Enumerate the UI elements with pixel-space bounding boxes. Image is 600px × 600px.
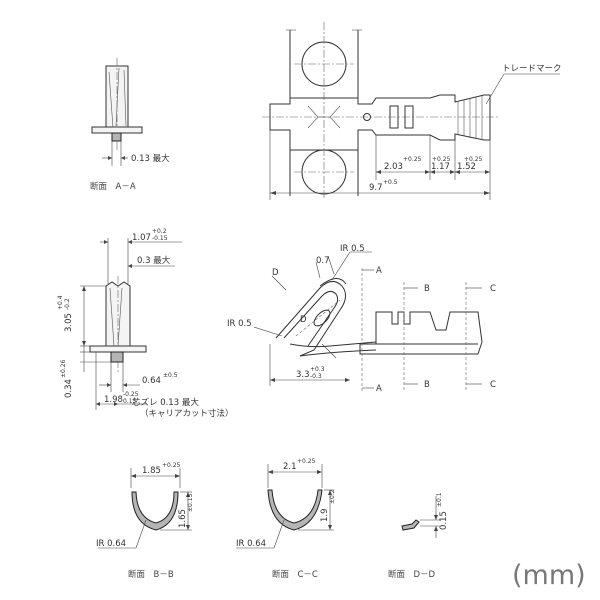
- dim-107: 1.07: [132, 233, 151, 243]
- cc-profile: [267, 489, 323, 531]
- dim-117-tol: +0.25: [432, 156, 451, 163]
- trademark-label: トレードマーク: [502, 64, 562, 74]
- spring-contact-inner: [283, 290, 339, 347]
- dim-33-tol-up: +0.3: [310, 366, 325, 373]
- dim-198-tol-up: -0.25: [123, 391, 139, 398]
- bb-dim-185: 1.85: [142, 466, 161, 476]
- dim-107-tol-up: +0.2: [152, 228, 167, 235]
- dim-034: 0.34: [64, 379, 74, 398]
- dim-33-tol-dn: -0.3: [310, 373, 322, 380]
- label-c-bottom: C: [490, 380, 496, 390]
- top-slot-1: [389, 105, 399, 129]
- ir05-top: IR 0.5: [340, 244, 365, 254]
- cc-radius: IR 0.64: [236, 539, 266, 549]
- carrier-strip-outline: [289, 30, 359, 196]
- dim-198: 1.98: [104, 395, 123, 405]
- note-misalignment: 芯ズレ 0.13 最大: [132, 397, 199, 408]
- label-a-top: A: [376, 266, 382, 276]
- label-a-bottom: A: [376, 384, 382, 394]
- dim-064: 0.64: [142, 376, 161, 386]
- bb-dim-185-tol: +0.25: [162, 462, 181, 469]
- label-d-mid: D: [300, 315, 307, 325]
- dim-33: 3.3: [296, 370, 310, 380]
- spring-contact-outer: [275, 281, 346, 357]
- dim-203: 2.03: [384, 162, 403, 172]
- bb-dim-165-tol: ±0.15: [187, 493, 194, 512]
- section-cc-view: 2.1 +0.25 1.9 ±0.2 IR 0.64 断面 C－C: [236, 458, 336, 580]
- label-d-top: D: [272, 268, 279, 278]
- dim-203-tol: +0.25: [403, 156, 422, 163]
- terminal-outline: [269, 94, 491, 151]
- dim-305: 3.05: [64, 313, 74, 332]
- side-carrier-strip: [89, 345, 147, 353]
- section-dd-view: 0.15 ±0.1 断面 D－D: [388, 492, 449, 580]
- dd-dim-015-tol: ±0.1: [436, 492, 443, 507]
- dim-152-tol: +0.25: [464, 156, 483, 163]
- section-bb-caption: 断面 B－B: [128, 569, 174, 580]
- side-carrier-tab: [110, 351, 124, 363]
- dim-305-tol-dn: -0.2: [64, 298, 71, 310]
- bb-dim-165: 1.65: [178, 509, 188, 528]
- bb-profile: [131, 491, 179, 531]
- cc-dim-21: 2.1: [283, 462, 297, 472]
- dim-07: 0.7: [316, 256, 330, 266]
- dim-03: 0.3 最大: [137, 255, 171, 266]
- cc-dim-19-tol: ±0.2: [329, 489, 336, 504]
- label-b-bottom: B: [424, 380, 430, 390]
- dim-305-tol-up: +0.4: [57, 295, 64, 310]
- dim-034-tol: ±0.26: [60, 359, 67, 378]
- note-carrier-cut: （キャリアカット寸法）: [140, 408, 234, 419]
- aa-carrier-strip: [91, 126, 143, 134]
- dim-064-tol: ±0.5: [163, 372, 178, 379]
- dim-117: 1.17: [431, 162, 450, 172]
- side-body-outline: [359, 311, 483, 355]
- section-cc-caption: 断面 C－C: [272, 569, 318, 580]
- label-b-top: B: [424, 284, 430, 294]
- left-side-view: 1.07 +0.2 -0.15 0.3 最大 3.05 +0.4 -0.2 0.…: [57, 228, 234, 419]
- top-view: トレードマーク 2.03 +0.25 1.17 +0.25 1.52 +0.25…: [262, 22, 562, 200]
- aa-dim-013: 0.13 最大: [131, 153, 170, 164]
- top-slot-2: [404, 105, 414, 129]
- dim-97: 9.7: [369, 183, 383, 193]
- dim-152: 1.52: [457, 162, 476, 172]
- aa-carrier-tab: [111, 132, 122, 142]
- dim-198-tol-dn: 0.15: [123, 398, 137, 405]
- section-dd-caption: 断面 D－D: [388, 569, 436, 580]
- section-bb-view: 1.85 +0.25 1.65 ±0.15 IR 0.64 断面 B－B: [96, 462, 194, 580]
- cc-dim-21-tol: +0.25: [297, 458, 316, 465]
- section-aa-view: 0.13 最大 断面 A－A: [90, 58, 170, 192]
- unit-label: (mm): [512, 560, 586, 591]
- dd-profile: [401, 519, 420, 531]
- right-side-view: IR 0.5 0.7 D D IR 0.5 A A B B C C: [227, 244, 496, 394]
- label-c-top: C: [490, 284, 496, 294]
- dim-97-tol: +0.5: [383, 179, 398, 186]
- bb-radius: IR 0.64: [96, 539, 126, 549]
- dd-dim-015: 0.15: [439, 511, 449, 530]
- crimp-barrel-lines: [457, 96, 483, 140]
- ir05-left: IR 0.5: [227, 319, 252, 329]
- cc-dim-19: 1.9: [320, 508, 330, 522]
- dim-107-tol-dn: -0.15: [152, 235, 168, 242]
- section-aa-caption: 断面 A－A: [90, 181, 136, 192]
